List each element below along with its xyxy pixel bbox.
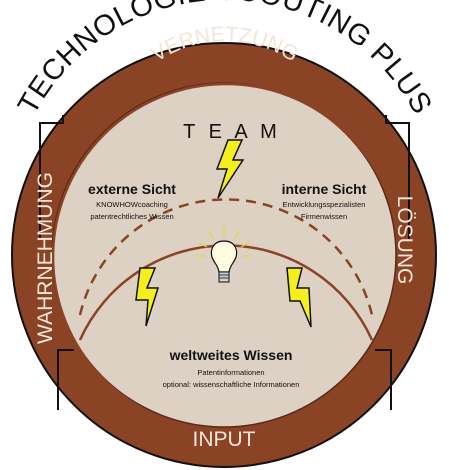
ring-step-bottom-left bbox=[57, 349, 74, 410]
internal-heading: interne Sicht bbox=[282, 181, 367, 197]
lightning-icon bbox=[215, 139, 245, 199]
vesica-right-arc bbox=[225, 82, 401, 432]
global-heading: weltweites Wissen bbox=[169, 347, 293, 363]
ring-step-left bbox=[39, 115, 64, 240]
lightning-icon bbox=[286, 267, 312, 328]
internal-line-1: Entwicklungsspezialisten bbox=[283, 200, 366, 209]
ring-step-right bbox=[385, 115, 410, 240]
external-line-2: patentrechtliches Wissen bbox=[90, 212, 173, 221]
dashed-circle bbox=[78, 198, 374, 316]
ring-label-right: LÖSUNG bbox=[393, 196, 416, 285]
vesica-left-arc bbox=[51, 82, 227, 432]
internal-line-2: Firmenwissen bbox=[301, 212, 347, 221]
global-line-1: Patentinformationen bbox=[197, 368, 264, 377]
ring-label-bottom: INPUT bbox=[193, 428, 256, 451]
ring-label-left: WAHRNEHMUNG bbox=[34, 172, 57, 344]
global-line-2: optional: wissenschaftliche Informatione… bbox=[163, 380, 300, 389]
ring-step-bottom-right bbox=[375, 349, 392, 410]
lightbulb-icon bbox=[197, 227, 251, 283]
external-line-1: KNOWHOWcoaching bbox=[96, 200, 168, 209]
team-label: T E A M bbox=[183, 121, 281, 143]
external-heading: externe Sicht bbox=[88, 181, 176, 197]
lightning-icon bbox=[135, 267, 160, 327]
